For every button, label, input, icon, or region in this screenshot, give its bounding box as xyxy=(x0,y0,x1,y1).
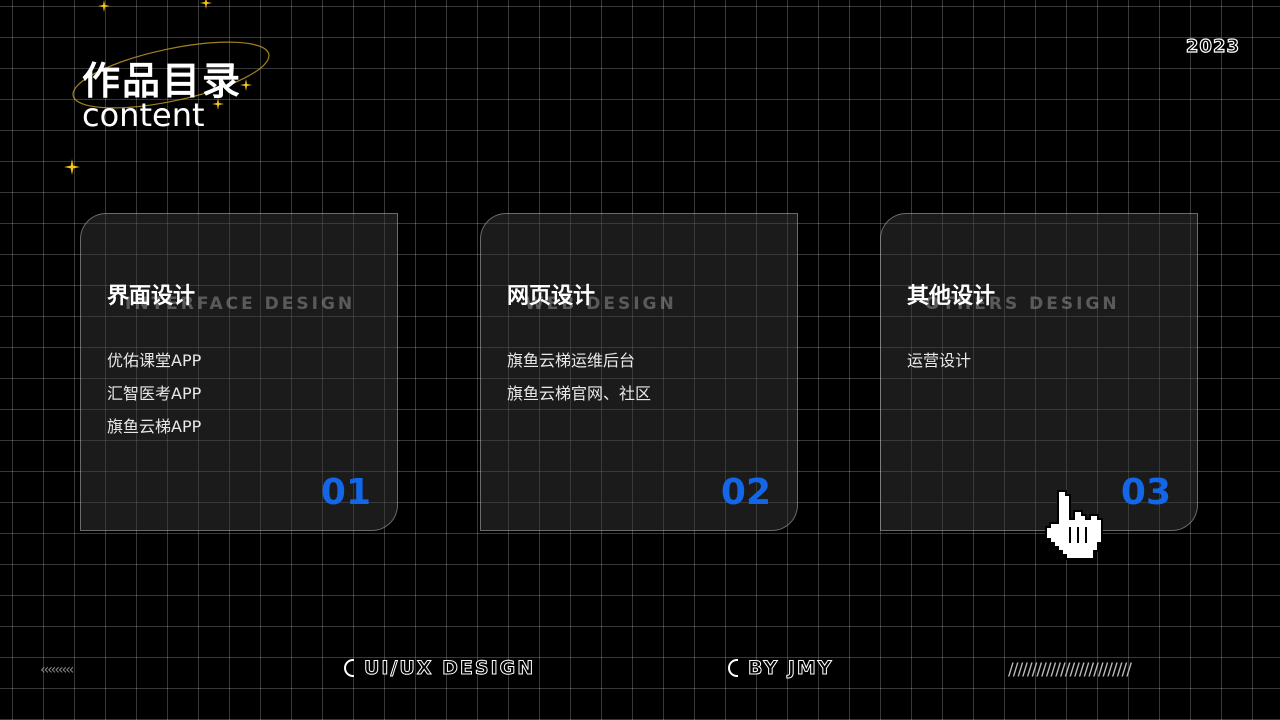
list-item[interactable]: 旗鱼云梯官网、社区 xyxy=(507,384,652,403)
sparkle-icon xyxy=(64,159,80,175)
card-number: 03 xyxy=(1120,472,1171,513)
card-heading: 其他设计 xyxy=(907,284,996,309)
footer-right: BY JMY xyxy=(728,657,834,680)
list-item[interactable]: 旗鱼云梯APP xyxy=(107,417,202,436)
year-label: 2023 xyxy=(1185,35,1240,57)
card-heading: 网页设计 xyxy=(507,284,596,309)
orbit-ring xyxy=(72,41,270,109)
card-bg-label: INTERFACE DESIGN xyxy=(125,294,356,314)
card-item-list: 运营设计 xyxy=(907,344,971,377)
sparkle-icon xyxy=(240,79,252,91)
half-moon-icon xyxy=(728,659,738,677)
chevrons-left-icon: ‹‹‹‹‹‹‹‹‹ xyxy=(40,662,74,678)
page-subtitle: content xyxy=(82,96,205,134)
sparkle-icon xyxy=(98,0,110,12)
card-item-list: 旗鱼云梯运维后台 旗鱼云梯官网、社区 xyxy=(507,344,651,410)
card-bg-label: WEB DESIGN xyxy=(525,294,677,314)
sparkle-icon xyxy=(200,0,212,9)
card-number: 02 xyxy=(720,472,771,513)
half-moon-icon xyxy=(344,659,354,677)
hand-cursor-icon xyxy=(1044,490,1104,561)
card-web-design[interactable]: WEB DESIGN 网页设计 旗鱼云梯运维后台 旗鱼云梯官网、社区 02 xyxy=(480,213,798,531)
card-bg-label: OTHERS DESIGN xyxy=(925,294,1120,314)
page-title: 作品目录 xyxy=(82,59,243,103)
list-item[interactable]: 汇智医考APP xyxy=(107,384,202,403)
footer-left: UI/UX DESIGN xyxy=(344,657,536,680)
footer-right-label: BY JMY xyxy=(748,657,834,680)
card-heading: 界面设计 xyxy=(107,284,196,309)
list-item[interactable]: 运营设计 xyxy=(907,351,972,370)
sparkle-icon xyxy=(212,98,224,110)
list-item[interactable]: 优佑课堂APP xyxy=(107,351,202,370)
slash-stripes: ////////////////////////// xyxy=(1008,660,1132,680)
card-item-list: 优佑课堂APP 汇智医考APP 旗鱼云梯APP xyxy=(107,344,201,443)
card-interface-design[interactable]: INTERFACE DESIGN 界面设计 优佑课堂APP 汇智医考APP 旗鱼… xyxy=(80,213,398,531)
card-others-design[interactable]: OTHERS DESIGN 其他设计 运营设计 03 xyxy=(880,213,1198,531)
card-number: 01 xyxy=(320,472,371,513)
list-item[interactable]: 旗鱼云梯运维后台 xyxy=(507,351,636,370)
footer-left-label: UI/UX DESIGN xyxy=(363,657,536,680)
